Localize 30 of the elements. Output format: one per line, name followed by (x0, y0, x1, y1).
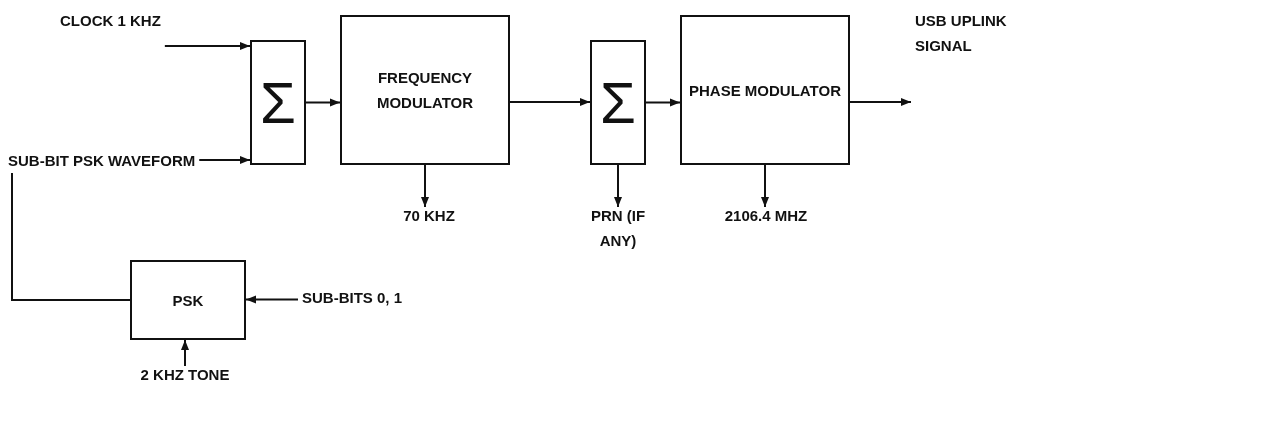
block-label: PHASE MODULATOR (688, 80, 842, 101)
block-label: PSK (171, 290, 205, 311)
signal-label: 2 KHZ TONE (139, 365, 231, 385)
signal-label: SUB-BITS 0, 1 (302, 288, 404, 308)
signal-arrow (245, 295, 299, 304)
signal-arrow (509, 98, 591, 106)
signal-label: 70 KHZ (402, 206, 456, 226)
process-box (680, 15, 850, 165)
sigma-symbol: Σ (259, 73, 297, 132)
signal-arrow (163, 42, 251, 50)
sigma-symbol: Σ (599, 73, 637, 132)
signal-label: SUB-BIT PSK WAVEFORM (8, 151, 197, 171)
signal-arrow (761, 164, 769, 208)
signal-line (11, 172, 131, 301)
summer-block (250, 40, 306, 165)
signal-arrow (305, 98, 341, 107)
signal-arrow (849, 98, 912, 106)
signal-label: USB UPLINK SIGNAL (915, 11, 1008, 56)
signal-label: 2106.4 MHZ (723, 206, 809, 226)
summer-block (590, 40, 646, 165)
signal-arrow (645, 98, 681, 107)
signal-label: CLOCK 1 KHZ (60, 11, 162, 31)
process-box (340, 15, 510, 165)
block-label: FREQUENCY MODULATOR (375, 68, 475, 113)
process-box (130, 260, 246, 340)
signal-arrow (421, 164, 429, 208)
signal-arrow (614, 164, 622, 208)
signal-arrow (198, 156, 251, 164)
signal-label: PRN (IF ANY) (589, 206, 647, 251)
signal-arrow (181, 339, 189, 367)
